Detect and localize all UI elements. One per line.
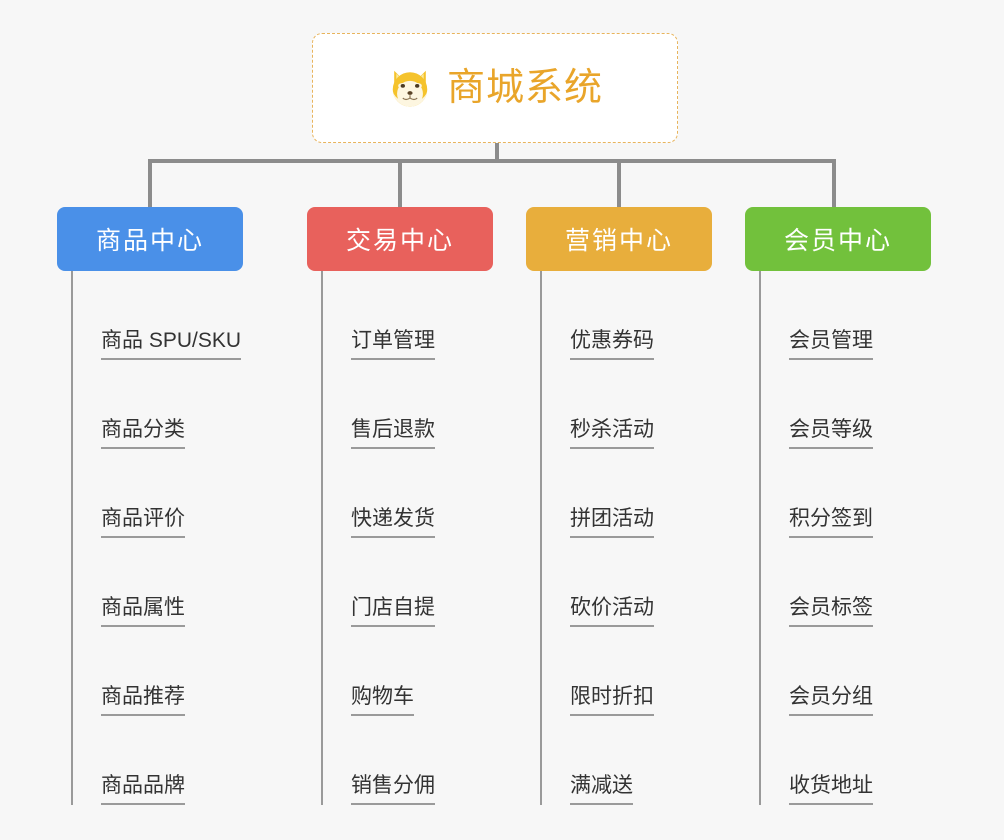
list-item-label: 会员标签	[789, 596, 873, 627]
list-item-label: 商品评价	[101, 507, 185, 538]
column-header-label-3: 会员中心	[783, 227, 892, 255]
list-item-label: 积分签到	[789, 507, 873, 538]
list-item-label: 订单管理	[351, 329, 435, 360]
list-item[interactable]: 售后退款	[323, 360, 493, 449]
column-header-label-2: 营销中心	[564, 227, 673, 255]
connector-root-stem	[495, 143, 499, 161]
column-header-label-0: 商品中心	[95, 227, 204, 255]
column-items-3: 会员管理 会员等级 积分签到 会员标签 会员分组 收货地址	[759, 271, 931, 805]
shiba-dog-icon	[392, 70, 428, 107]
column-items-1: 订单管理 售后退款 快递发货 门店自提 购物车 销售分佣	[321, 271, 493, 805]
list-item-label: 门店自提	[351, 596, 435, 627]
list-item[interactable]: 满减送	[542, 716, 712, 805]
list-item[interactable]: 拼团活动	[542, 449, 712, 538]
list-item[interactable]: 门店自提	[323, 538, 493, 627]
list-item[interactable]: 商品评价	[73, 449, 243, 538]
list-item[interactable]: 商品推荐	[73, 627, 243, 716]
list-item[interactable]: 秒杀活动	[542, 360, 712, 449]
list-item[interactable]: 收货地址	[761, 716, 931, 805]
list-item-label: 会员等级	[789, 418, 873, 449]
list-item[interactable]: 商品分类	[73, 360, 243, 449]
list-item[interactable]: 积分签到	[761, 449, 931, 538]
column-items-0: 商品 SPU/SKU 商品分类 商品评价 商品属性 商品推荐 商品品牌	[71, 271, 243, 805]
list-item-label: 商品推荐	[101, 685, 185, 716]
column-header-3[interactable]: 会员中心	[745, 207, 931, 271]
list-item-label: 秒杀活动	[570, 418, 654, 449]
list-item[interactable]: 优惠券码	[542, 271, 712, 360]
root-node-title: 商城系统	[446, 67, 603, 109]
list-item-label: 收货地址	[789, 774, 873, 805]
column-header-0[interactable]: 商品中心	[57, 207, 243, 271]
list-item-label: 商品分类	[101, 418, 185, 449]
list-item-label: 优惠券码	[570, 329, 654, 360]
column-header-label-1: 交易中心	[345, 227, 454, 255]
list-item[interactable]: 限时折扣	[542, 627, 712, 716]
list-item[interactable]: 快递发货	[323, 449, 493, 538]
connector-drop-3	[617, 159, 621, 209]
list-item-label: 购物车	[351, 685, 414, 716]
connector-drop-2	[398, 159, 402, 209]
list-item[interactable]: 商品属性	[73, 538, 243, 627]
list-item[interactable]: 购物车	[323, 627, 493, 716]
list-item[interactable]: 砍价活动	[542, 538, 712, 627]
list-item-label: 满减送	[570, 774, 633, 805]
list-item[interactable]: 会员等级	[761, 360, 931, 449]
list-item-label: 拼团活动	[570, 507, 654, 538]
list-item-label: 会员管理	[789, 329, 873, 360]
list-item-label: 砍价活动	[570, 596, 654, 627]
list-item-label: 商品属性	[101, 596, 185, 627]
root-node-mall-system[interactable]: 商城系统	[312, 33, 678, 143]
connector-drop-4	[832, 159, 836, 209]
column-items-2: 优惠券码 秒杀活动 拼团活动 砍价活动 限时折扣 满减送	[540, 271, 712, 805]
list-item[interactable]: 商品品牌	[73, 716, 243, 805]
column-header-1[interactable]: 交易中心	[307, 207, 493, 271]
list-item-label: 商品品牌	[101, 774, 185, 805]
connector-drop-1	[148, 159, 152, 209]
column-product-center: 商品中心 商品 SPU/SKU 商品分类 商品评价 商品属性 商品推荐 商品品牌	[57, 207, 243, 805]
list-item[interactable]: 商品 SPU/SKU	[73, 271, 243, 360]
list-item[interactable]: 销售分佣	[323, 716, 493, 805]
column-header-2[interactable]: 营销中心	[526, 207, 712, 271]
list-item-label: 快递发货	[351, 507, 435, 538]
list-item[interactable]: 会员分组	[761, 627, 931, 716]
list-item[interactable]: 会员标签	[761, 538, 931, 627]
list-item[interactable]: 会员管理	[761, 271, 931, 360]
list-item-label: 限时折扣	[570, 685, 654, 716]
list-item[interactable]: 订单管理	[323, 271, 493, 360]
column-member-center: 会员中心 会员管理 会员等级 积分签到 会员标签 会员分组 收货地址	[745, 207, 931, 805]
column-marketing-center: 营销中心 优惠券码 秒杀活动 拼团活动 砍价活动 限时折扣 满减送	[526, 207, 712, 805]
list-item-label: 销售分佣	[351, 774, 435, 805]
list-item-label: 商品 SPU/SKU	[101, 329, 242, 360]
column-trade-center: 交易中心 订单管理 售后退款 快递发货 门店自提 购物车 销售分佣	[307, 207, 493, 805]
list-item-label: 会员分组	[789, 685, 873, 716]
list-item-label: 售后退款	[351, 418, 435, 449]
connector-horizontal-bus	[148, 159, 836, 163]
